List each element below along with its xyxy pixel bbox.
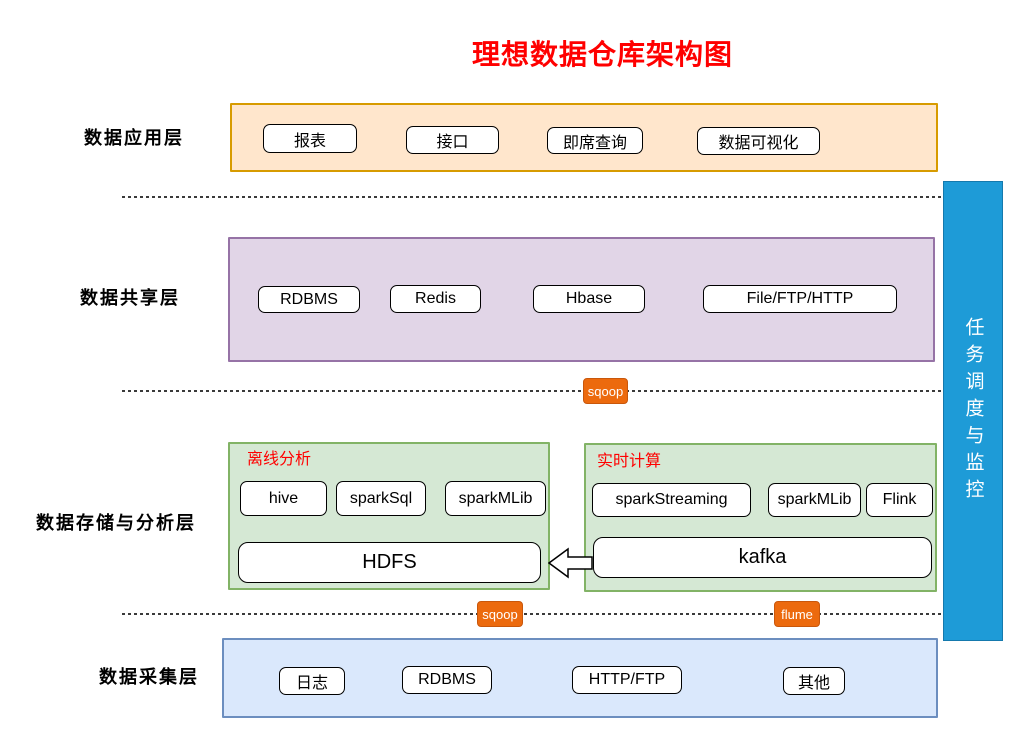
node-hbase: Hbase	[533, 285, 645, 313]
scheduling-monitor-bar: 任务调度与监控	[943, 181, 1003, 641]
label-share-layer: 数据共享层	[80, 288, 180, 308]
realtime-group-title: 实时计算	[597, 453, 662, 470]
node-http-ftp: HTTP/FTP	[572, 666, 682, 694]
separator-line-1	[122, 196, 942, 198]
connector-flume: flume	[774, 601, 820, 627]
node-flink: Flink	[866, 483, 933, 517]
arrow-left-icon	[547, 547, 593, 579]
page-title: 理想数据仓库架构图	[472, 39, 734, 70]
label-collect-layer: 数据采集层	[99, 667, 199, 687]
separator-line-3	[122, 613, 942, 615]
node-redis: Redis	[390, 285, 481, 313]
offline-group-title: 离线分析	[247, 451, 312, 468]
node-sparksql: sparkSql	[336, 481, 426, 516]
node-data-visualization: 数据可视化	[697, 127, 820, 155]
label-storage-layer: 数据存储与分析层	[36, 513, 196, 533]
connector-sqoop-top: sqoop	[583, 378, 628, 404]
node-log: 日志	[279, 667, 345, 695]
separator-line-2	[122, 390, 942, 392]
connector-sqoop-bottom: sqoop	[477, 601, 523, 627]
node-kafka: kafka	[593, 537, 932, 578]
node-rdbms-collect: RDBMS	[402, 666, 492, 694]
scheduling-monitor-label: 任务调度与监控	[962, 316, 984, 506]
node-sparkmlib-realtime: sparkMLib	[768, 483, 861, 517]
node-sparkstreaming: sparkStreaming	[592, 483, 751, 517]
node-file-ftp-http: File/FTP/HTTP	[703, 285, 897, 313]
node-hive: hive	[240, 481, 327, 516]
node-api: 接口	[406, 126, 499, 154]
node-rdbms-share: RDBMS	[258, 286, 360, 313]
node-other: 其他	[783, 667, 845, 695]
label-app-layer: 数据应用层	[84, 128, 184, 148]
node-adhoc-query: 即席查询	[547, 127, 643, 154]
node-hdfs: HDFS	[238, 542, 541, 583]
node-sparkmlib-offline: sparkMLib	[445, 481, 546, 516]
node-report: 报表	[263, 124, 357, 153]
